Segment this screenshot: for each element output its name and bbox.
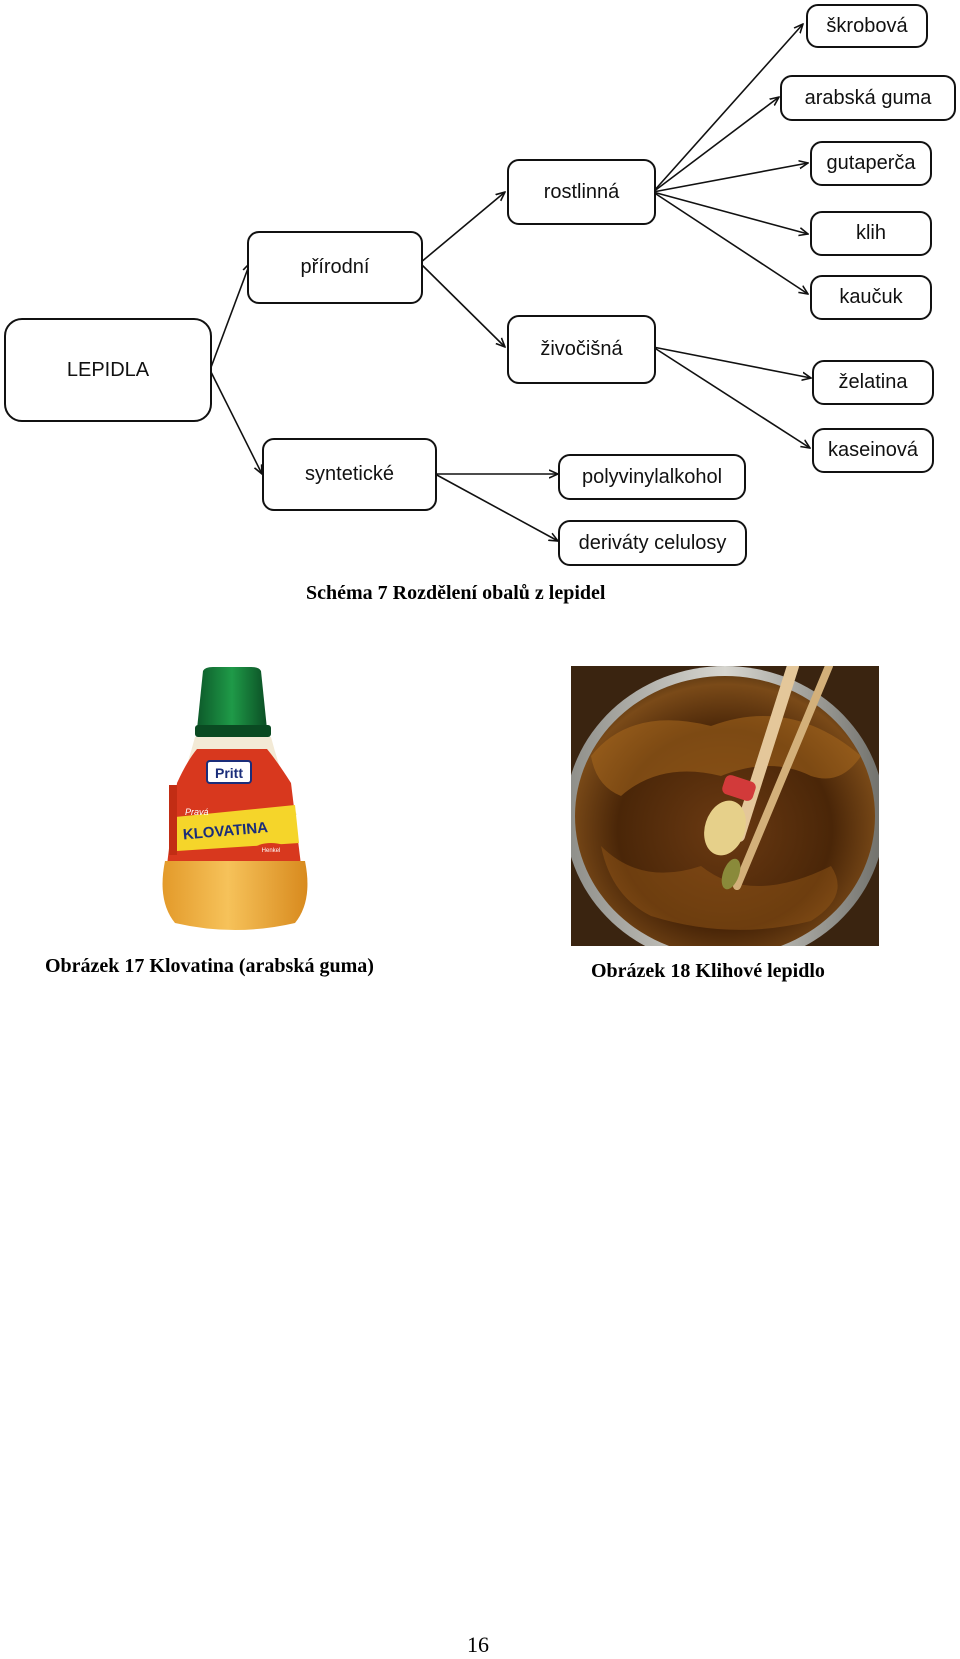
node-natural: přírodní (247, 231, 423, 304)
diagram-caption: Schéma 7 Rozdělení obalů z lepidel (306, 582, 606, 604)
hide-glue-photo (571, 666, 879, 946)
edge-natural-plant (419, 192, 505, 264)
edge-plant-gutta (652, 163, 808, 193)
node-animal: živočišná (507, 315, 656, 384)
node-arabic-gum: arabská guma (780, 75, 956, 121)
glue-bottle-image: Pritt Pravá KLOVATINA Henkel (162, 667, 308, 930)
node-starch: škrobová (806, 4, 928, 48)
edge-plant-glue (652, 191, 808, 234)
diagram-connectors (209, 0, 960, 580)
figure-18-caption: Obrázek 18 Klihové lepidlo (591, 960, 825, 982)
edge-root-natural (209, 263, 250, 371)
node-pva: polyvinylalkohol (558, 454, 746, 500)
node-casein: kaseinová (812, 428, 934, 473)
node-rubber: kaučuk (810, 275, 932, 320)
edge-root-synthetic (209, 369, 262, 474)
edge-plant-starch (652, 24, 803, 193)
node-glue: klih (810, 211, 932, 256)
edge-synthetic-cellulose (434, 473, 558, 541)
edge-plant-arabic-gum (652, 97, 779, 193)
small-label-text: Pravá (185, 807, 209, 817)
node-gelatin: želatina (812, 360, 934, 405)
node-root: LEPIDLA (4, 318, 212, 422)
glue-pot-image (571, 666, 879, 946)
edge-animal-casein (652, 346, 810, 448)
brand-text: Pritt (215, 765, 243, 781)
node-gutta: gutaperča (810, 141, 932, 186)
figure-17-caption: Obrázek 17 Klovatina (arabská guma) (45, 955, 374, 977)
klovatina-bottle-photo: Pritt Pravá KLOVATINA Henkel (155, 665, 315, 937)
node-cellulose: deriváty celulosy (558, 520, 747, 566)
adhesive-classification-diagram: LEPIDLA přírodní syntetické rostlinná ži… (0, 0, 960, 580)
page-number: 16 (467, 1632, 489, 1657)
edge-animal-gelatin (652, 346, 811, 378)
node-synthetic: syntetické (262, 438, 437, 511)
node-plant: rostlinná (507, 159, 656, 225)
edge-plant-rubber (652, 191, 808, 294)
edge-natural-animal (419, 262, 505, 347)
maker-text: Henkel (262, 848, 281, 854)
